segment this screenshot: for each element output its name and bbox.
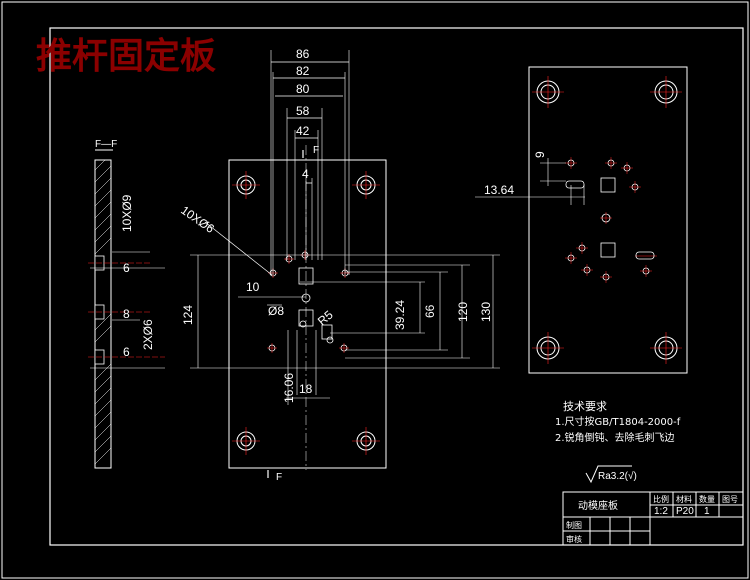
dim-4: 4 — [302, 167, 309, 181]
roughness-symbol: Ra3.2(√) — [585, 465, 637, 484]
dim-58: 58 — [296, 104, 310, 118]
tech-title: 技术要求 — [563, 400, 607, 413]
dim-10: 10 — [246, 280, 260, 294]
tech-line-1: 1.尺寸按GB/T1804-2000-f — [555, 415, 681, 428]
dim-8: 8 — [123, 307, 130, 321]
tech-requirements: 技术要求 1.尺寸按GB/T1804-2000-f 2.锐角倒钝、去除毛刺飞边 — [555, 400, 681, 444]
section-mark-bottom: F — [276, 472, 282, 483]
tb-qty: 1 — [704, 506, 710, 517]
dim-18: 18 — [299, 382, 313, 396]
dim-80: 80 — [296, 82, 310, 96]
section-view: F—F 10XØ9 6 8 2XØ6 6 — [88, 139, 165, 469]
tb-header-scale: 比例 — [653, 494, 669, 504]
hole-note: 10XØ6 — [178, 203, 217, 236]
dim-6-top: 6 — [123, 261, 130, 275]
dim-82: 82 — [296, 64, 310, 78]
dim-124: 124 — [181, 305, 195, 325]
title-block — [562, 491, 744, 546]
dim-39-24: 39.24 — [393, 300, 407, 330]
dim-phi8: Ø8 — [268, 304, 284, 318]
dim-13-64: 13.64 — [484, 183, 514, 197]
dim-66: 66 — [423, 304, 437, 318]
dim-r5: R5 — [315, 308, 336, 329]
section-label: F—F — [95, 139, 117, 150]
tb-header-material: 材料 — [676, 494, 692, 504]
tb-scale: 1:2 — [654, 506, 668, 517]
dim-86: 86 — [296, 47, 310, 61]
tech-line-2: 2.锐角倒钝、去除毛刺飞边 — [555, 431, 675, 444]
roughness-text: Ra3.2(√) — [598, 470, 637, 482]
dim-130: 130 — [479, 302, 493, 322]
part-name: 动模座板 — [578, 499, 618, 512]
dim-10x9: 10XØ9 — [120, 194, 134, 232]
tb-header-drawno: 图号 — [722, 495, 738, 504]
dim-6-bottom: 6 — [123, 345, 130, 359]
dim-16-06: 16.06 — [282, 373, 296, 403]
dim-9: 9 — [533, 151, 547, 158]
dim-120: 120 — [456, 302, 470, 322]
right-view: 9 13.64 — [475, 66, 688, 374]
tb-checked-by: 审核 — [566, 534, 582, 544]
overlay-title: 推杆固定板 — [36, 35, 216, 77]
sheet-inner-border — [49, 27, 744, 546]
dim-2x6: 2XØ6 — [141, 319, 155, 350]
section-mark-top: F — [313, 145, 319, 156]
dim-42: 42 — [296, 124, 310, 138]
front-view: 86 82 80 58 42 4 F F 124 10 Ø8 R5 10XØ6 — [178, 47, 500, 483]
tb-drawn-by: 制图 — [566, 520, 582, 530]
tb-material: P20 — [676, 506, 694, 517]
tb-header-qty: 数量 — [699, 494, 715, 504]
